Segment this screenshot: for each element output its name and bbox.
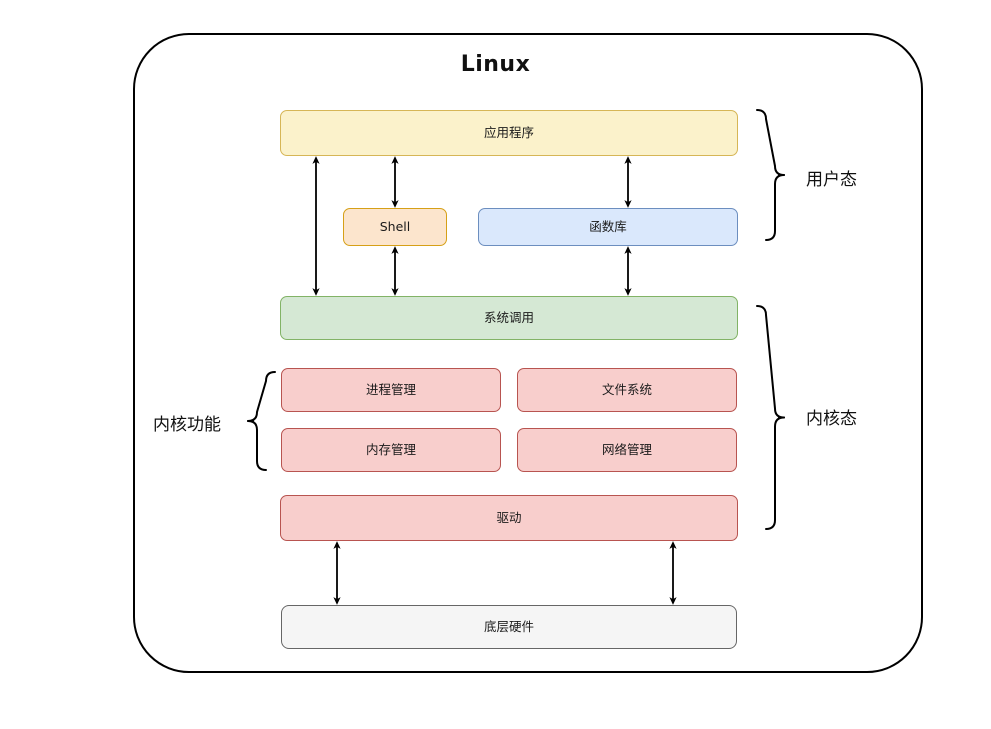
node-application[interactable]: 应用程序 [280,110,738,156]
node-process-management[interactable]: 进程管理 [281,368,501,412]
node-file-system-label: 文件系统 [601,382,652,398]
label-kernel-functions: 内核功能 [153,415,221,435]
node-file-system[interactable]: 文件系统 [517,368,737,412]
node-application-label: 应用程序 [483,125,534,141]
outer-boundary-frame [133,33,923,673]
node-hardware[interactable]: 底层硬件 [281,605,737,649]
node-library[interactable]: 函数库 [478,208,738,246]
label-user-mode: 用户态 [806,170,857,190]
node-shell-label: Shell [379,219,411,235]
node-syscall-label: 系统调用 [483,310,534,326]
node-shell[interactable]: Shell [343,208,447,246]
page-title: Linux [460,52,531,77]
node-library-label: 函数库 [589,219,627,235]
node-syscall[interactable]: 系统调用 [280,296,738,340]
node-memory-management[interactable]: 内存管理 [281,428,501,472]
node-hardware-label: 底层硬件 [483,619,534,635]
node-network-management[interactable]: 网络管理 [517,428,737,472]
node-process-management-label: 进程管理 [365,382,416,398]
node-driver-label: 驱动 [496,510,522,526]
node-network-management-label: 网络管理 [601,442,652,458]
label-kernel-mode: 内核态 [806,409,857,429]
node-driver[interactable]: 驱动 [280,495,738,541]
node-memory-management-label: 内存管理 [365,442,416,458]
